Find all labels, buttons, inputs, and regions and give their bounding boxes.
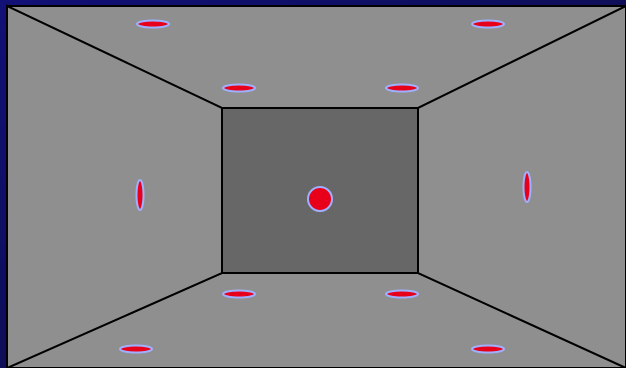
marker-back-wall-center bbox=[307, 186, 333, 212]
markers-group bbox=[119, 19, 532, 354]
marker-floor-front-left bbox=[119, 344, 153, 354]
marker-floor-front-right bbox=[471, 344, 505, 354]
marker-floor-back-right bbox=[385, 289, 419, 299]
marker-ceiling-back-left bbox=[222, 83, 256, 93]
marker-right-wall bbox=[522, 171, 532, 203]
marker-ceiling-front-right bbox=[471, 19, 505, 29]
marker-floor-back-left bbox=[222, 289, 256, 299]
marker-left-wall bbox=[135, 179, 145, 211]
marker-ceiling-back-right bbox=[385, 83, 419, 93]
marker-ceiling-front-left bbox=[136, 19, 170, 29]
